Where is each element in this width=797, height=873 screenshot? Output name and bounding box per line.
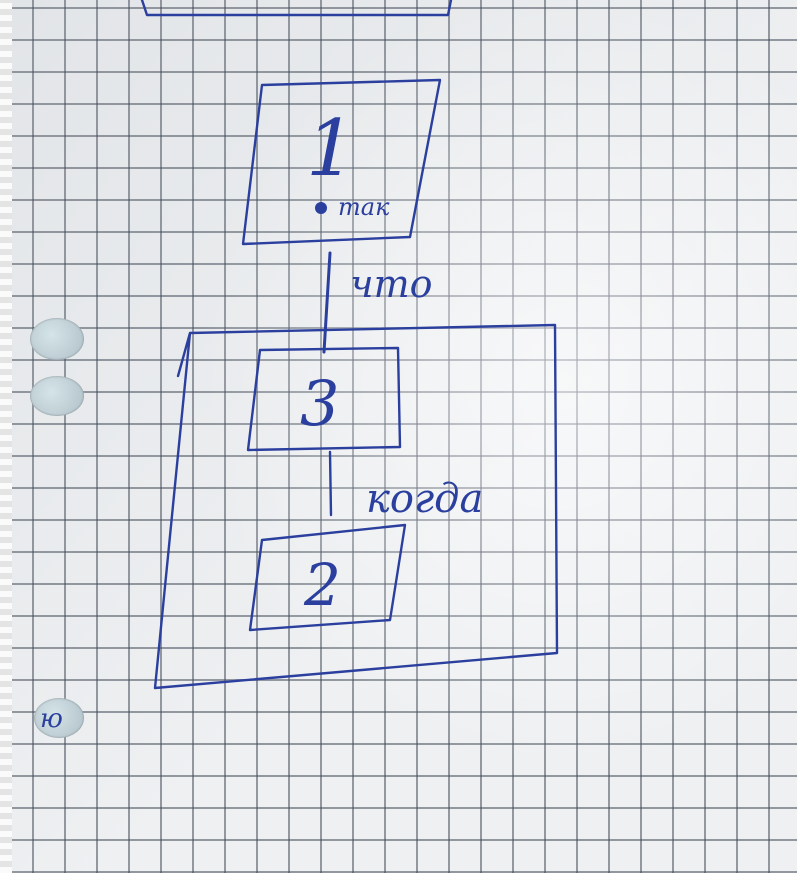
punch-hole-2 xyxy=(30,376,84,416)
edge-1-to-3 xyxy=(322,251,332,354)
margin-mark: ю xyxy=(40,704,63,734)
binder-strip xyxy=(0,0,12,873)
box-1-label: 1 xyxy=(306,104,356,194)
outer-container xyxy=(153,323,559,690)
box-3 xyxy=(246,346,402,452)
punch-hole-3 xyxy=(34,698,84,738)
edge-3-to-2 xyxy=(328,450,333,517)
punch-hole-1 xyxy=(30,318,84,360)
box-2-label: 2 xyxy=(303,551,341,619)
bullet-dot xyxy=(315,202,327,214)
edge-1-to-3-label: что xyxy=(350,262,433,306)
box-1-annotation: так xyxy=(338,193,390,221)
box-3-label: 3 xyxy=(300,367,339,440)
box-2 xyxy=(248,523,407,632)
top-partial-box xyxy=(140,0,453,17)
box-1 xyxy=(241,78,442,246)
edge-3-to-2-label: когда xyxy=(366,476,483,522)
